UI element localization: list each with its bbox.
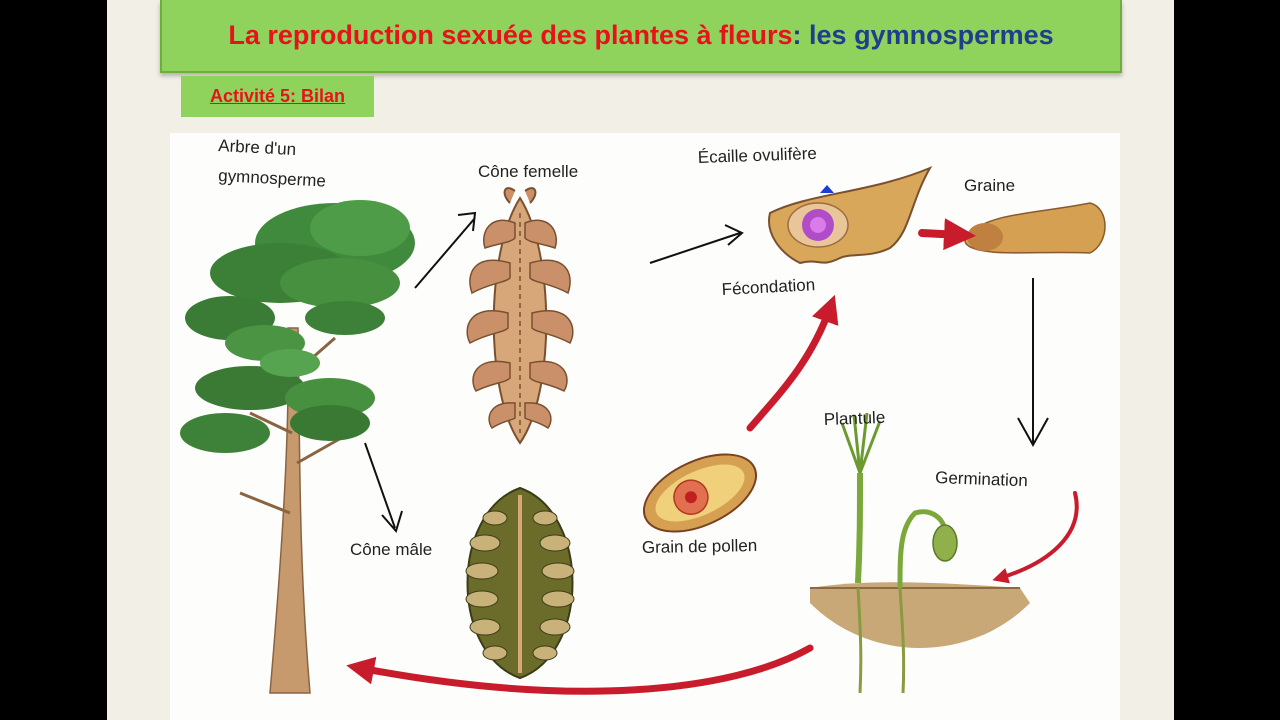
title-red-part: La reproduction sexuée des plantes à fle… [228,20,793,50]
label-pollen-grain: Grain de pollen [642,536,758,557]
label-male-cone: Cône mâle [350,540,432,559]
male-cone [465,486,575,680]
red-cycle-arrows [346,218,1079,695]
seedling-and-soil [810,412,1030,694]
gymnosperm-tree [180,200,415,694]
life-cycle-diagram: Arbre d'un gymnosperme Cône femelle Écai… [170,133,1120,720]
title-colon: : [792,20,802,50]
label-ovuliferous-scale: Écaille ovulifère [697,144,817,167]
diagram-canvas: Arbre d'un gymnosperme Cône femelle Écai… [180,136,1106,695]
label-germination: Germination [935,468,1028,490]
title-blue-part: les gymnospermes [801,20,1054,50]
female-cone [466,187,574,445]
label-tree-line1: Arbre d'un [218,136,297,159]
pollen-grain [642,453,758,533]
ovuliferous-scale [768,165,933,265]
label-seedling: Plantule [823,408,885,429]
label-fertilization: Fécondation [721,275,815,299]
slide: La reproduction sexuée des plantes à fle… [107,0,1174,720]
black-arrows [364,211,1049,534]
label-seed: Graine [964,176,1015,195]
slide-title: La reproduction sexuée des plantes à fle… [160,0,1122,73]
label-tree-line2: gymnosperme [218,166,327,191]
label-female-cone: Cône femelle [478,162,578,181]
activity-label: Activité 5: Bilan [181,76,374,117]
seed [964,202,1106,254]
